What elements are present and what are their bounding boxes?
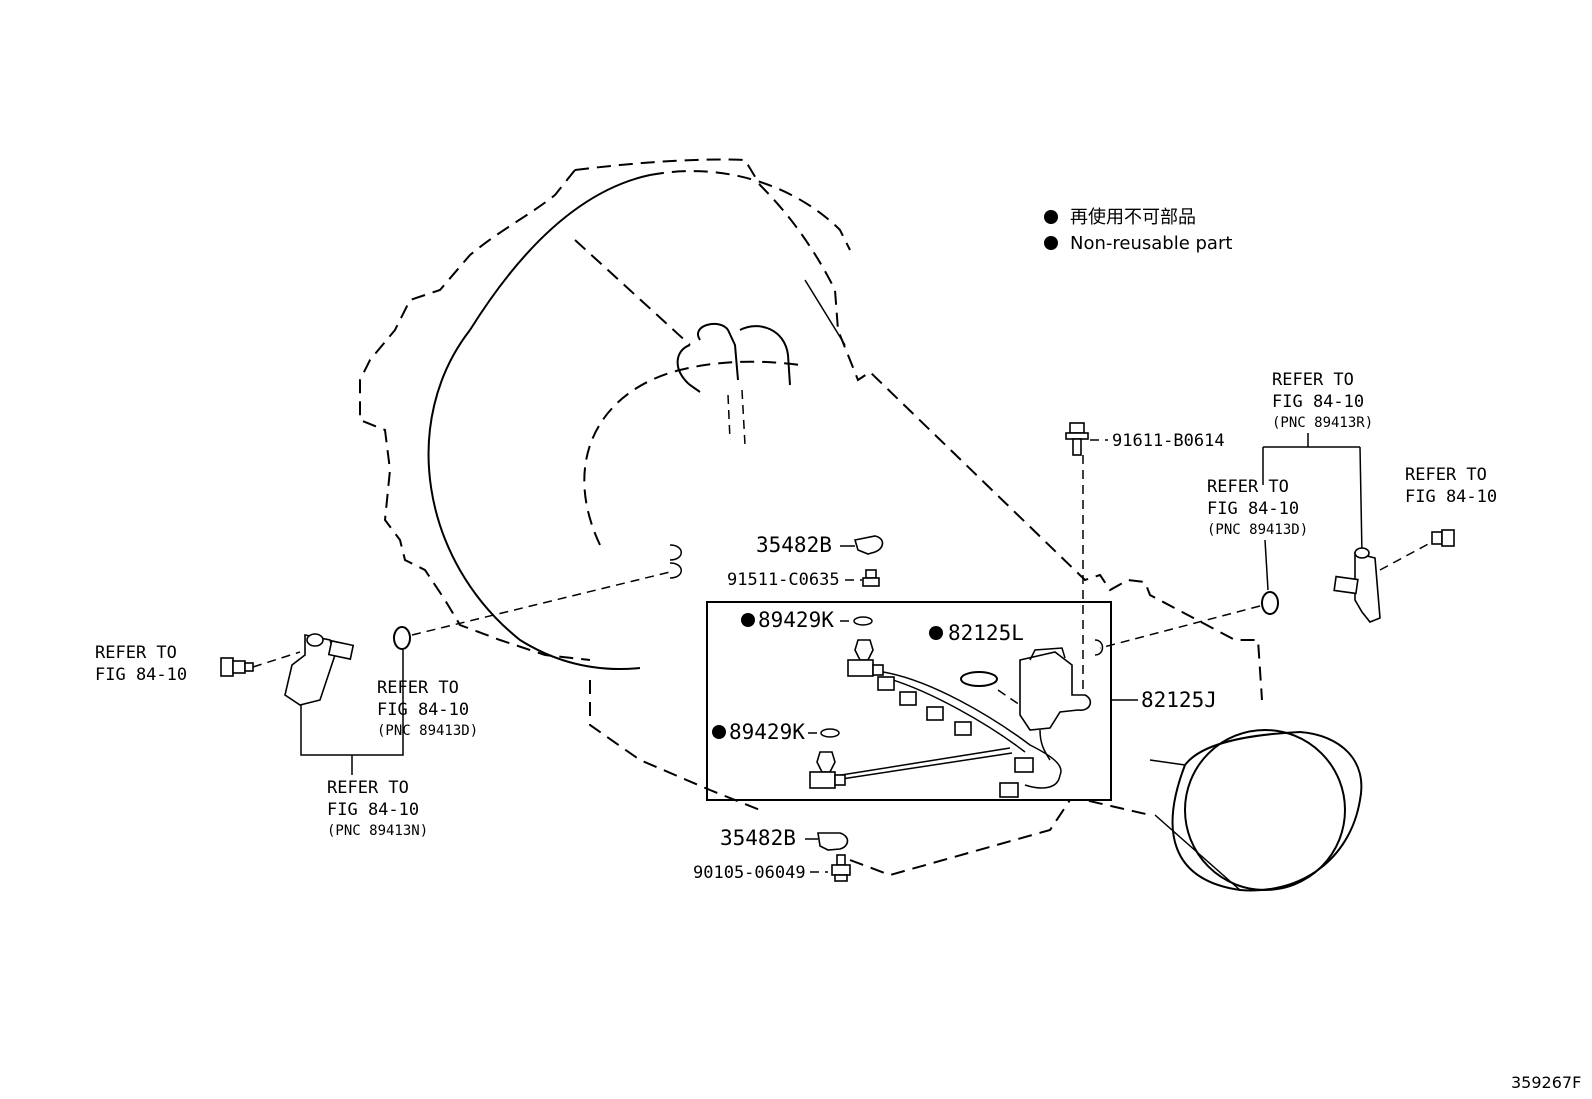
right-sensor-refer-fig: FIG 84-10 xyxy=(1272,392,1364,412)
connector-icon xyxy=(877,676,895,691)
connector-icon xyxy=(1014,757,1034,773)
part-89429K-top: 89429K xyxy=(758,608,834,632)
upper-clamp-group: 35482B 91511-C0635 xyxy=(727,533,884,590)
bolt-icon xyxy=(831,854,851,882)
part-91511-C0635: 91511-C0635 xyxy=(727,570,840,590)
left-bolt-refer-to: REFER TO xyxy=(95,643,177,663)
legend: 再使用不可部品 Non-reusable part xyxy=(1044,207,1232,254)
bolt-icon xyxy=(220,657,254,677)
left-speed-sensor-group: REFER TO FIG 84-10 REFER TO FIG 84-10 (P… xyxy=(95,544,682,839)
right-oring-refer-to: REFER TO xyxy=(1207,477,1289,497)
connector-icon xyxy=(999,782,1019,798)
right-speed-sensor-group: REFER TO FIG 84-10 (PNC 89413R) REFER TO… xyxy=(1094,370,1497,656)
part-90105-06049: 90105-06049 xyxy=(693,863,806,883)
non-reusable-marker-icon xyxy=(1044,236,1058,250)
o-ring-icon xyxy=(960,671,998,687)
connector-icon xyxy=(899,691,917,706)
sensor-refer-to: REFER TO xyxy=(327,778,409,798)
oring-refer-fig: FIG 84-10 xyxy=(377,700,469,720)
speed-sensor-icon xyxy=(1333,547,1381,623)
right-bolt-refer-to: REFER TO xyxy=(1405,465,1487,485)
legend-label-en: Non-reusable part xyxy=(1070,233,1232,254)
bolt-icon xyxy=(1065,422,1089,456)
connector-module-icon xyxy=(1019,647,1092,761)
left-bolt-refer-fig: FIG 84-10 xyxy=(95,665,187,685)
connector-icon xyxy=(954,721,972,736)
o-ring-icon xyxy=(393,626,411,650)
upper-right-bolt-group: 91611-B0614 xyxy=(1065,422,1225,456)
right-sensor-refer-to: REFER TO xyxy=(1272,370,1354,390)
right-oring-refer-pnc: (PNC 89413D) xyxy=(1207,522,1308,538)
bolt-icon xyxy=(1431,529,1455,547)
sensor-refer-pnc: (PNC 89413N) xyxy=(327,823,428,839)
o-ring-icon xyxy=(853,616,873,626)
lower-clamp-group: 35482B 90105-06049 xyxy=(693,826,851,883)
bolt-icon xyxy=(862,569,880,587)
non-reusable-marker-icon xyxy=(712,725,726,739)
transmission-housing xyxy=(359,158,1363,892)
sensor-refer-fig: FIG 84-10 xyxy=(327,800,419,820)
legend-label-jp: 再使用不可部品 xyxy=(1070,207,1196,228)
figure-id: 359267F xyxy=(1511,1073,1581,1092)
part-35482B-lower: 35482B xyxy=(720,826,796,850)
solenoid-icon xyxy=(809,751,846,789)
part-35482B-upper: 35482B xyxy=(756,533,832,557)
clamp-icon xyxy=(853,535,884,555)
part-82125L: 82125L xyxy=(948,621,1024,645)
right-bolt-refer-fig: FIG 84-10 xyxy=(1405,487,1497,507)
o-ring-icon xyxy=(820,728,840,738)
o-ring-icon xyxy=(1261,591,1279,615)
right-oring-refer-fig: FIG 84-10 xyxy=(1207,499,1299,519)
right-sensor-refer-pnc: (PNC 89413R) xyxy=(1272,415,1373,431)
clamp-icon xyxy=(817,832,849,851)
part-91611-B0614: 91611-B0614 xyxy=(1112,431,1225,451)
non-reusable-marker-icon xyxy=(929,626,943,640)
non-reusable-marker-icon xyxy=(741,613,755,627)
part-82125J: 82125J xyxy=(1141,688,1217,712)
speed-sensor-icon xyxy=(284,633,355,706)
oring-refer-to: REFER TO xyxy=(377,678,459,698)
wire-harness-box: 82125J 89429K 82125L xyxy=(706,455,1217,801)
non-reusable-marker-icon xyxy=(1044,210,1058,224)
connector-icon xyxy=(926,706,944,721)
part-89429K-lower: 89429K xyxy=(729,720,805,744)
solenoid-icon xyxy=(847,639,884,677)
oring-refer-pnc: (PNC 89413D) xyxy=(377,723,478,739)
